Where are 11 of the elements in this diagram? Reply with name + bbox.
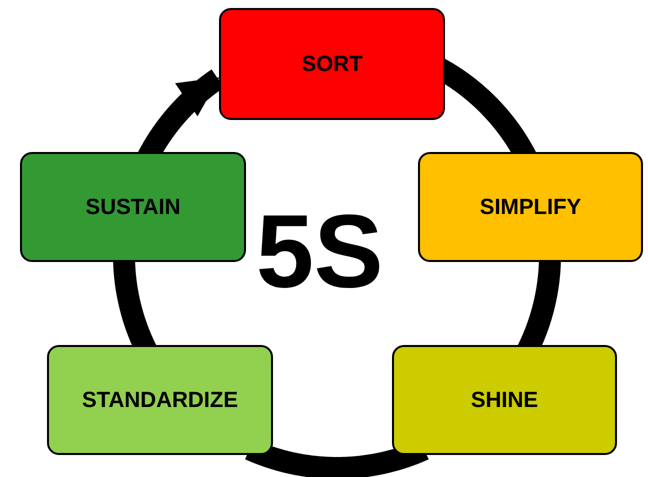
center-title: 5S (256, 200, 384, 304)
step-label: STANDARDIZE (82, 387, 238, 413)
step-label: SIMPLIFY (480, 194, 582, 220)
step-label: SHINE (470, 387, 538, 413)
step-label: SORT (301, 51, 363, 77)
step-box (47, 345, 273, 455)
step-box (219, 8, 445, 120)
step-box (418, 152, 643, 262)
step-label: SUSTAIN (86, 194, 180, 220)
step-box (392, 345, 617, 455)
step-box (20, 152, 246, 262)
